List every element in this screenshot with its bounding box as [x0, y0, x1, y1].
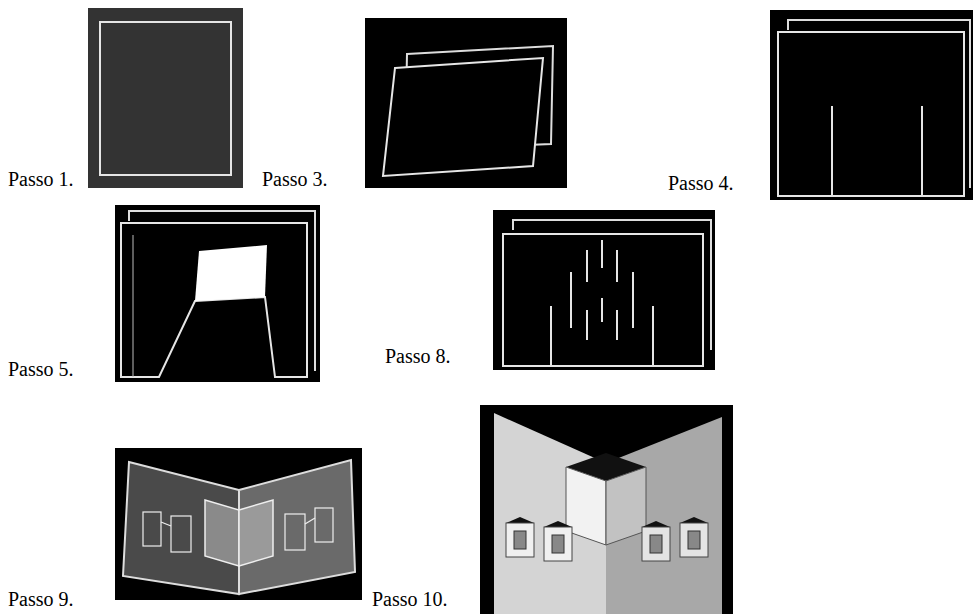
right-panel: [239, 460, 355, 594]
cube-hole: [688, 531, 700, 549]
sheet-edge: [133, 235, 134, 377]
cut-line: [601, 298, 603, 322]
small-box: [285, 514, 305, 550]
opened-card: [115, 448, 362, 600]
step-label: Passo 8.: [385, 345, 451, 368]
cut-lines: [551, 240, 653, 366]
step-label: Passo 1.: [8, 168, 74, 191]
pushed-tab: [195, 245, 267, 301]
small-box: [171, 516, 191, 552]
step-label: Passo 10.: [372, 588, 448, 611]
cube-hole: [552, 535, 564, 553]
photo-ground: [365, 18, 567, 188]
pushed-tab-card: [115, 205, 320, 382]
front-sheet: [121, 223, 307, 377]
cube-face: [680, 523, 708, 557]
finished-popup: [480, 405, 733, 614]
photo-ground: [115, 448, 362, 600]
folded-card: [365, 18, 567, 188]
cut-line: [652, 306, 654, 366]
step-label: Passo 4.: [668, 172, 734, 195]
cube-face: [642, 527, 670, 561]
photo-ground: [480, 405, 733, 614]
cut-line: [570, 272, 572, 328]
cube-face: [606, 467, 646, 545]
center-box: [205, 500, 239, 566]
cube-hole: [650, 535, 662, 553]
cut-line: [632, 272, 634, 328]
small-cube: [506, 517, 534, 557]
small-box: [315, 508, 333, 542]
fold-line: [305, 518, 315, 524]
cut-line: [601, 240, 603, 268]
small-cube: [680, 517, 708, 557]
photo-ground: [115, 205, 320, 382]
cut-line: [586, 310, 588, 340]
front-sheet: [778, 32, 964, 196]
fold-line: [161, 522, 171, 526]
small-cube: [544, 521, 572, 561]
left-panel: [494, 413, 606, 614]
flat-card: [88, 8, 243, 188]
cut-line: [921, 106, 923, 196]
cut-line: [616, 250, 618, 282]
cut-line: [586, 250, 588, 282]
small-boxes: [143, 508, 333, 552]
multi-cut-card: [493, 210, 715, 370]
step-label: Passo 3.: [262, 168, 328, 191]
cut-card: [770, 10, 973, 200]
step-label: Passo 9.: [8, 588, 74, 611]
front-sheet: [383, 58, 543, 176]
photo-ground: [493, 210, 715, 370]
step-label: Passo 5.: [8, 358, 74, 381]
small-box: [143, 512, 161, 546]
cube-hole: [514, 531, 526, 549]
right-panel: [606, 417, 722, 614]
small-cube: [642, 521, 670, 561]
left-panel: [123, 462, 239, 594]
card-outline: [100, 22, 231, 175]
center-box: [239, 500, 273, 566]
cut-line: [831, 106, 833, 196]
cube-face: [506, 523, 534, 557]
cut-line: [616, 310, 618, 340]
cut-line: [550, 306, 552, 366]
cube-face: [544, 527, 572, 561]
front-sheet: [503, 234, 703, 366]
photo-ground: [88, 8, 243, 188]
photo-ground: [770, 10, 973, 200]
